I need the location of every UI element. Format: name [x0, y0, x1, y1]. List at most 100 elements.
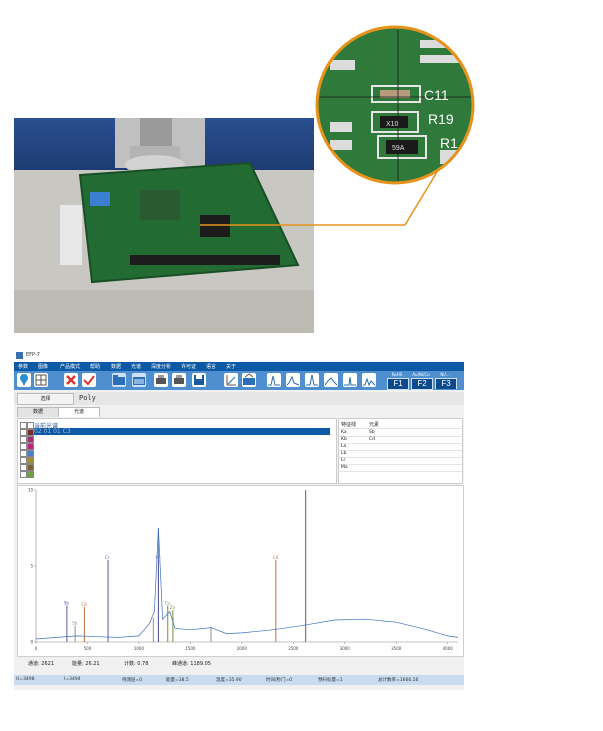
select-button[interactable]: 选择 [17, 393, 74, 405]
pcb-photo: C11 R19 X10 59A R1 [14, 25, 475, 333]
app-logo-icon [16, 352, 23, 359]
spectrum-icon[interactable] [343, 373, 357, 387]
list-item-label: 02 01 01 C3 [34, 428, 71, 435]
list-item[interactable]: 当前光谱 [20, 422, 330, 430]
checkbox[interactable] [20, 471, 27, 478]
peak-label: Cu [165, 601, 171, 606]
f1-label: RoHS [391, 372, 403, 377]
spectrum-icon[interactable] [305, 373, 319, 387]
status-energy: 能量=38.5 [166, 678, 189, 683]
f3-label: Ni/... [440, 372, 450, 377]
menu-item-params[interactable]: 参数 [18, 364, 29, 370]
peak-label: Cd [273, 555, 279, 560]
checkbox[interactable] [20, 429, 27, 436]
channel-readout: 通道: 2621 [28, 661, 54, 667]
pcb-label-r19: R19 [428, 111, 454, 127]
checkbox[interactable] [20, 443, 27, 450]
tab-bar: 数据 光谱 [14, 407, 464, 417]
save-icon[interactable] [192, 373, 206, 387]
f2-label: Au/Ni/Cu [412, 372, 430, 377]
checkbox[interactable] [20, 450, 27, 457]
table-row: La [341, 444, 347, 449]
x-tick-label: 3000 [340, 646, 351, 651]
checkbox[interactable] [20, 457, 27, 464]
printer-icon[interactable] [154, 373, 168, 387]
row-divider [339, 457, 462, 458]
checkbox[interactable] [20, 422, 27, 429]
color-swatch [27, 457, 34, 464]
list-item[interactable] [20, 443, 330, 450]
x-tick-label: 4000 [443, 646, 454, 651]
printer-alt-icon[interactable] [172, 373, 186, 387]
peak-label: Sb [72, 620, 78, 625]
menu-item-product-mode[interactable]: 产品模式 [60, 364, 81, 370]
tab-data[interactable]: 数据 [17, 407, 59, 417]
open-file-icon[interactable] [242, 373, 256, 387]
peak-label: Zn [170, 605, 176, 610]
table-row: Lb [341, 451, 347, 456]
table-row: Ma [341, 465, 348, 470]
peak-label: Sn [155, 555, 161, 560]
select-row: 选择 Poly [14, 392, 464, 405]
spectrum-icon[interactable] [362, 373, 376, 387]
pcb-label-x10: X10 [386, 121, 399, 128]
color-swatch [27, 422, 34, 429]
x-tick-label: 1500 [185, 646, 196, 651]
list-item[interactable] [20, 471, 330, 478]
grid-icon[interactable] [34, 373, 48, 387]
menu-bar: 参数 图像 产品模式 帮助 数据 光谱 深度分析 许可证 语言 关于 [14, 362, 464, 371]
f3-button[interactable]: Ni/... F3 [434, 372, 464, 389]
x-tick-label: 3500 [391, 646, 402, 651]
f2-key: F2 [411, 378, 433, 390]
spectra-list: 当前光谱 02 01 01 C3 [17, 418, 337, 484]
folder-open-icon[interactable] [132, 373, 146, 387]
color-swatch [27, 471, 34, 478]
status-voltage: U=3498 [16, 677, 35, 682]
menu-item-spectrum[interactable]: 光谱 [131, 364, 142, 370]
pcb-label-r1: R1 [440, 135, 458, 151]
menu-item-image[interactable]: 图像 [38, 364, 49, 370]
list-item[interactable] [20, 464, 330, 471]
app-window: EFP-7 参数 图像 产品模式 帮助 数据 光谱 深度分析 许可证 语言 关于 [14, 350, 464, 690]
f3-key: F3 [435, 378, 457, 389]
f1-rohs-button[interactable]: RoHS F1 [386, 372, 409, 390]
list-item[interactable] [20, 436, 330, 443]
checkbox[interactable] [20, 464, 27, 471]
spectrum-icon[interactable] [267, 373, 281, 387]
delete-icon[interactable] [64, 373, 78, 387]
menu-item-help[interactable]: 帮助 [90, 364, 101, 370]
check-icon[interactable] [82, 373, 96, 387]
row-divider [339, 464, 462, 465]
y-tick-label: 0 [30, 640, 33, 645]
row-divider [339, 443, 462, 444]
folder-icon[interactable] [112, 373, 126, 387]
x-tick-label: 1000 [134, 646, 145, 651]
element-table: 特征线 元素 Ka Sb Kb Cd La Lb Lr Ma [338, 418, 463, 484]
f2-au-ni-cu-button[interactable]: Au/Ni/Cu F2 [410, 372, 433, 390]
f1-key: F1 [387, 378, 409, 390]
peak-channel-readout: 峰通道: 1189.05 [172, 661, 211, 667]
count-readout: 计数: 0.78 [124, 661, 149, 667]
tab-spectrum[interactable]: 光谱 [58, 407, 100, 417]
status-bar: U=3498 I=3494 待测层=0 能量=38.5 温度=35.90 时间/… [14, 675, 464, 685]
status-layer: 待测层=0 [122, 678, 143, 683]
color-swatch [27, 429, 34, 436]
menu-item-language[interactable]: 语言 [206, 364, 217, 370]
measure-icon[interactable] [224, 373, 238, 387]
y-tick-label: 10 [28, 488, 34, 493]
spectrum-icon[interactable] [324, 373, 338, 387]
checkbox[interactable] [20, 436, 27, 443]
menu-item-about[interactable]: 关于 [226, 364, 237, 370]
menu-item-data[interactable]: 数据 [111, 364, 122, 370]
menu-item-depth-analysis[interactable]: 深度分析 [151, 364, 172, 370]
color-swatch [27, 443, 34, 450]
list-item[interactable] [20, 457, 330, 464]
peak-label: Sb [64, 601, 70, 606]
menu-item-license[interactable]: 许可证 [181, 364, 197, 370]
list-item[interactable] [20, 450, 330, 457]
location-icon[interactable] [17, 373, 31, 387]
table-cell: Cd [369, 437, 375, 442]
spectrum-icon[interactable] [286, 373, 300, 387]
list-item[interactable]: 02 01 01 C3 [20, 428, 330, 436]
